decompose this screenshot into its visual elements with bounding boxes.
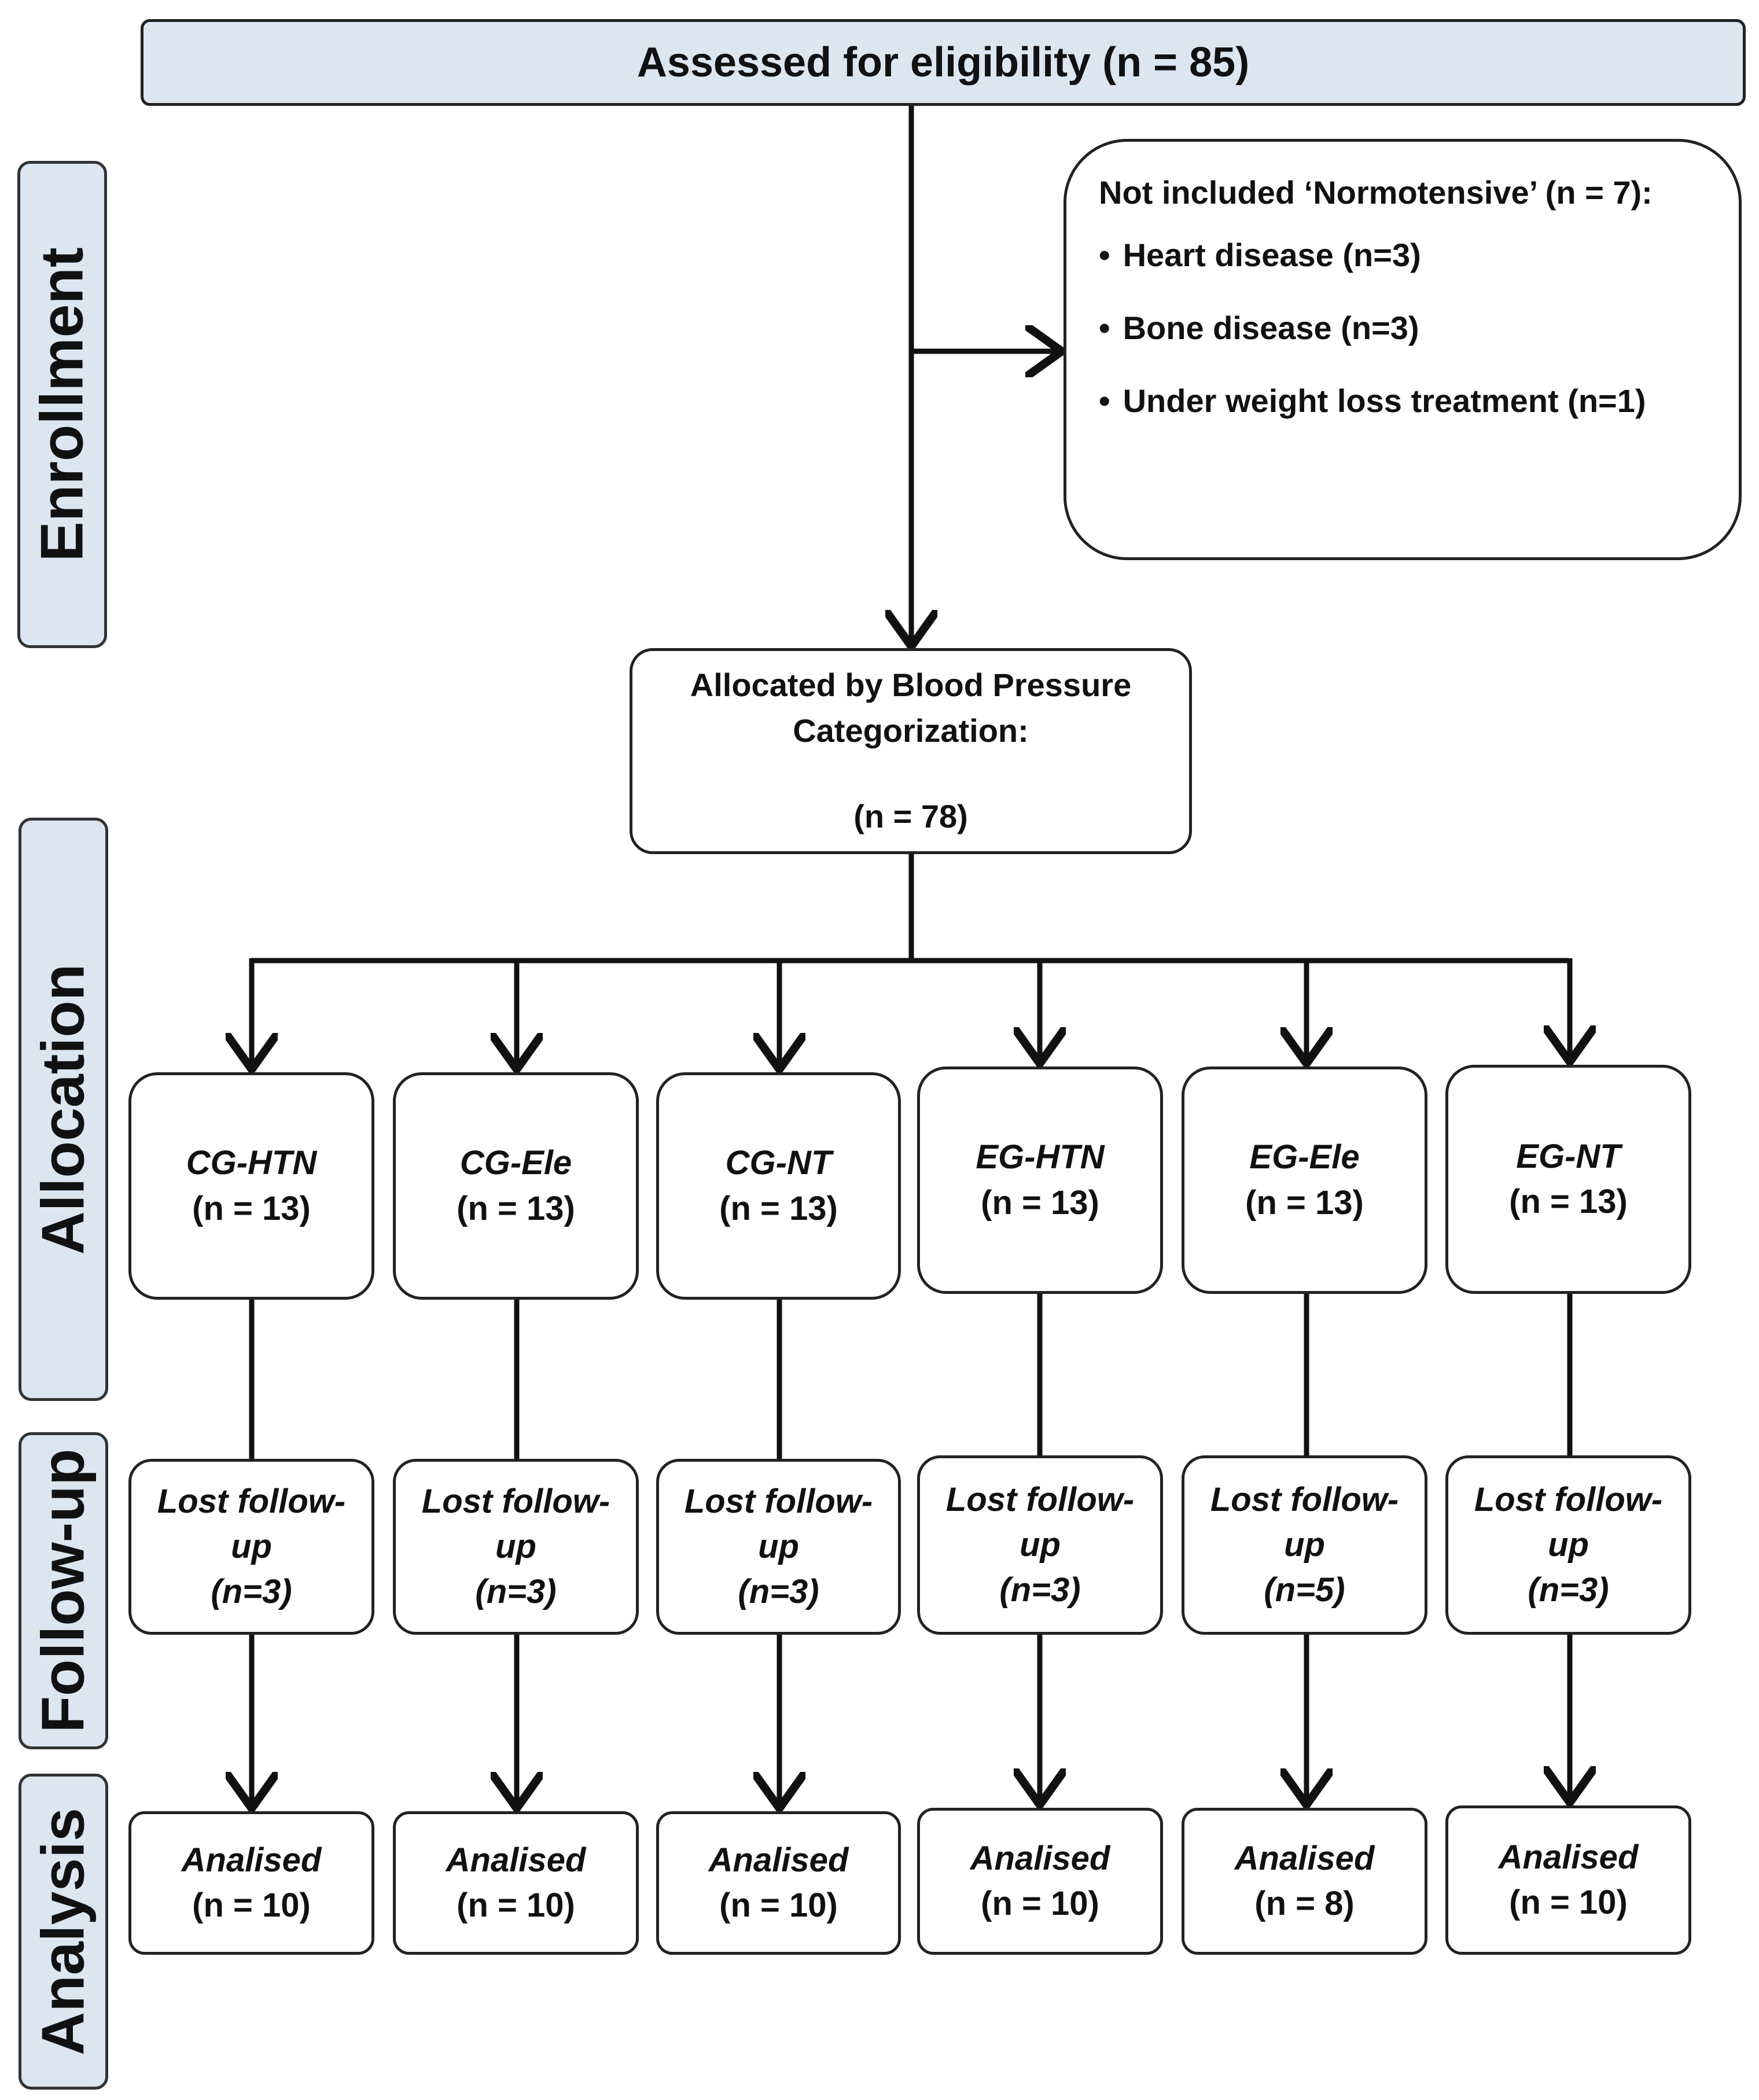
analysed-label: Analised (970, 1839, 1110, 1877)
analysis-box-cg-nt: Analised (n = 10) (656, 1811, 901, 1955)
analysed-label: Analised (708, 1841, 849, 1879)
group-n: (n = 13) (457, 1189, 575, 1227)
lost-line1: Lost follow- (945, 1480, 1135, 1518)
group-box-cg-nt: CG-NT (n = 13) (656, 1072, 901, 1300)
allocated-box: Allocated by Blood Pressure Categorizati… (630, 648, 1192, 854)
lost-box-eg-ele: Lost follow- up (n=5) (1182, 1455, 1427, 1635)
analysed-n: (n = 10) (981, 1885, 1099, 1922)
group-n: (n = 13) (1245, 1183, 1364, 1222)
group-name: CG-Ele (459, 1144, 572, 1182)
group-box-cg-ele: CG-Ele (n = 13) (393, 1072, 639, 1300)
lost-line1: Lost follow- (421, 1482, 610, 1520)
group-n: (n = 13) (981, 1183, 1099, 1222)
allocated-line1: Allocated by Blood Pressure (690, 667, 1132, 704)
analysed-label: Analised (181, 1841, 322, 1879)
group-name: EG-NT (1516, 1137, 1621, 1175)
lost-n: (n=3) (1528, 1571, 1609, 1609)
lost-line1: Lost follow- (157, 1482, 346, 1520)
analysis-box-eg-htn: Analised (n = 10) (917, 1808, 1163, 1955)
lost-line1: Lost follow- (1474, 1480, 1663, 1518)
excluded-title: Not included ‘Normotensive’ (n = 7): (1099, 174, 1653, 211)
allocated-n: (n = 78) (853, 798, 968, 835)
analysed-n: (n = 10) (192, 1886, 311, 1924)
group-name: EG-HTN (976, 1138, 1105, 1176)
group-box-cg-htn: CG-HTN (n = 13) (128, 1072, 374, 1300)
lost-box-cg-nt: Lost follow- up (n=3) (656, 1459, 901, 1635)
lost-n: (n=3) (999, 1571, 1081, 1609)
lost-line2: up (495, 1527, 536, 1565)
excluded-box: Not included ‘Normotensive’ (n = 7): Hea… (1064, 139, 1742, 560)
lost-line2: up (1284, 1525, 1325, 1564)
group-box-eg-ele: EG-Ele (n = 13) (1182, 1066, 1427, 1294)
excluded-item: Under weight loss treatment (n=1) (1099, 385, 1646, 417)
followup-stage-label: Follow-up (19, 1432, 108, 1749)
lost-box-eg-nt: Lost follow- up (n=3) (1445, 1455, 1691, 1635)
allocation-stage-label: Allocation (19, 818, 108, 1401)
analysed-n: (n = 8) (1254, 1885, 1355, 1922)
analysed-n: (n = 10) (457, 1886, 575, 1924)
excluded-item: Bone disease (n=3) (1099, 312, 1646, 344)
analysis-stage-label: Analysis (19, 1774, 108, 2090)
analysed-label: Analised (1234, 1839, 1375, 1877)
group-name: EG-Ele (1249, 1138, 1360, 1176)
analysis-box-cg-ele: Analised (n = 10) (393, 1811, 639, 1955)
lost-line2: up (231, 1527, 272, 1565)
lost-box-eg-htn: Lost follow- up (n=3) (917, 1455, 1163, 1635)
excluded-item: Heart disease (n=3) (1099, 239, 1646, 271)
excluded-list: Heart disease (n=3) Bone disease (n=3) U… (1099, 239, 1646, 458)
group-n: (n = 13) (1509, 1183, 1628, 1220)
analysed-n: (n = 10) (719, 1886, 838, 1924)
analysis-box-cg-htn: Analised (n = 10) (128, 1811, 374, 1955)
lost-n: (n=3) (475, 1573, 557, 1611)
lost-line2: up (1020, 1525, 1061, 1564)
analysed-n: (n = 10) (1509, 1884, 1628, 1921)
lost-line2: up (1548, 1525, 1589, 1564)
enrollment-stage-label: Enrollment (17, 161, 107, 648)
group-n: (n = 13) (719, 1189, 838, 1227)
analysed-label: Analised (1498, 1838, 1639, 1876)
analysis-box-eg-ele: Analised (n = 8) (1182, 1808, 1427, 1955)
lost-line2: up (758, 1527, 799, 1565)
group-box-eg-htn: EG-HTN (n = 13) (917, 1066, 1163, 1294)
group-name: CG-NT (725, 1144, 832, 1182)
allocated-line2: Categorization: (793, 712, 1029, 749)
lost-line1: Lost follow- (1210, 1480, 1399, 1518)
lost-box-cg-htn: Lost follow- up (n=3) (128, 1459, 374, 1635)
lost-box-cg-ele: Lost follow- up (n=3) (393, 1459, 639, 1635)
group-box-eg-nt: EG-NT (n = 13) (1445, 1065, 1691, 1294)
lost-line1: Lost follow- (684, 1482, 873, 1520)
group-name: CG-HTN (186, 1144, 317, 1182)
analysed-label: Analised (446, 1841, 586, 1879)
assessed-box: Assessed for eligibility (n = 85) (141, 19, 1746, 106)
group-n: (n = 13) (192, 1189, 311, 1227)
lost-n: (n=3) (211, 1573, 292, 1611)
lost-n: (n=5) (1264, 1571, 1345, 1609)
assessed-text: Assessed for eligibility (n = 85) (636, 39, 1250, 86)
lost-n: (n=3) (738, 1573, 819, 1611)
analysis-box-eg-nt: Analised (n = 10) (1445, 1805, 1691, 1955)
